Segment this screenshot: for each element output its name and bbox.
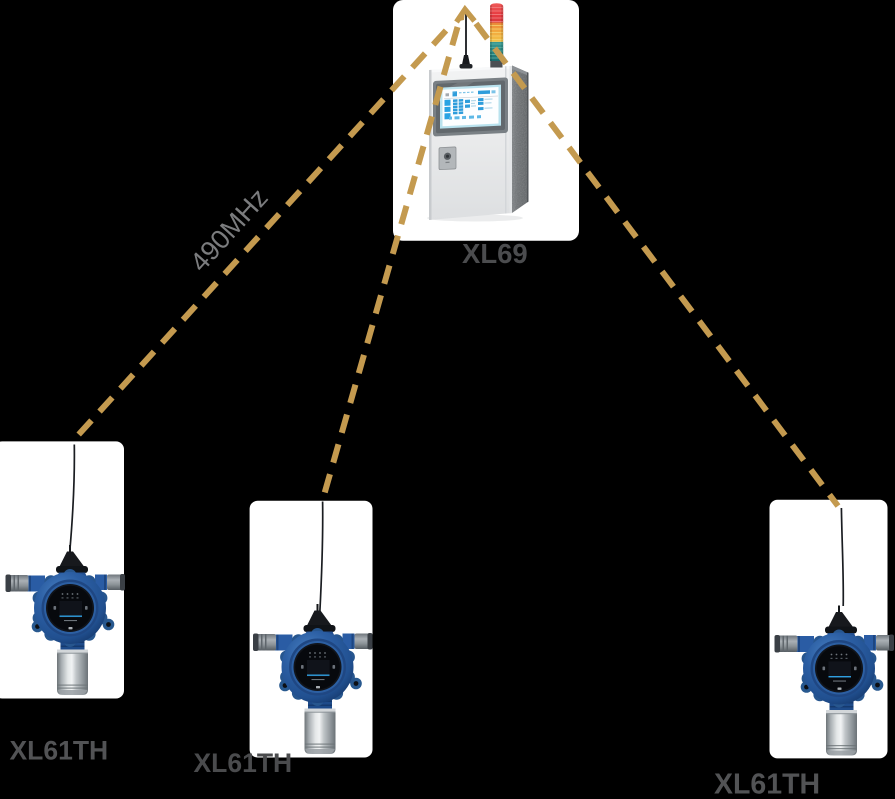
svg-text:XL61TH: XL61TH	[10, 736, 109, 766]
svg-text:XL61TH: XL61TH	[714, 769, 820, 799]
svg-text:XL61TH: XL61TH	[194, 748, 293, 778]
svg-text:XL69: XL69	[462, 238, 528, 269]
svg-text:490MHz: 490MHz	[184, 183, 274, 278]
